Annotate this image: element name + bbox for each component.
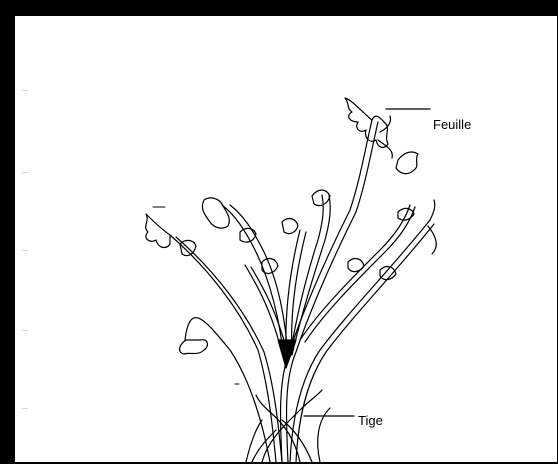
plant-base [246,340,330,462]
plant-stems [170,120,434,462]
leaf-clusters [146,98,437,354]
label-stem: Tige [358,413,383,428]
label-leaf: Feuille [433,117,471,132]
